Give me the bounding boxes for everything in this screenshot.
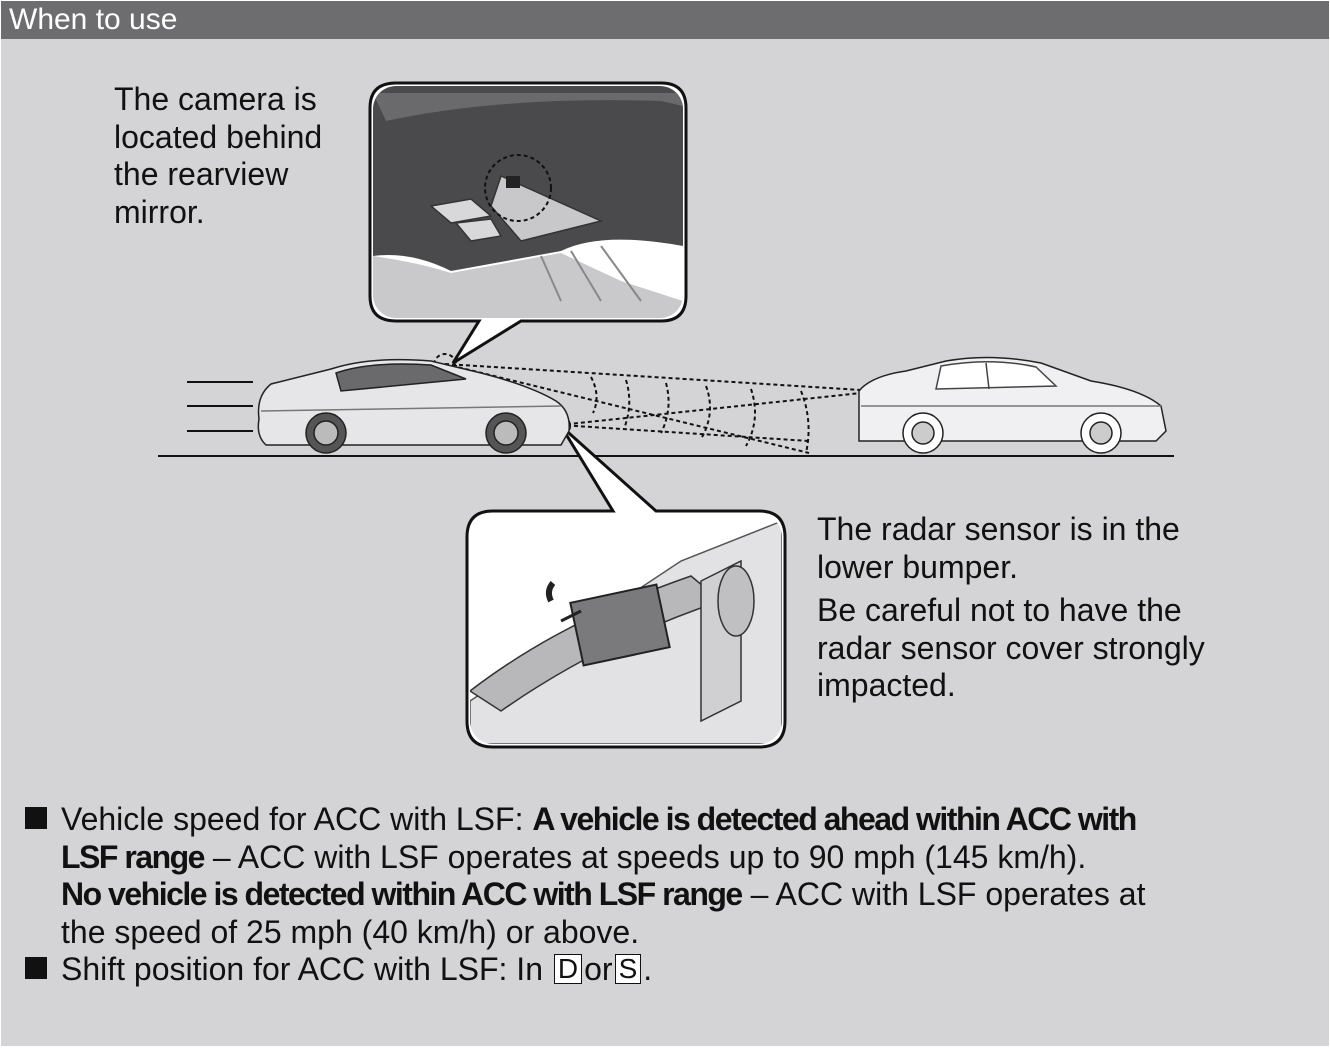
radar-caption-warning: Be careful not to have the radar sensor …	[817, 592, 1205, 703]
radar-caption-location: The radar sensor is in the lower bumper.	[817, 511, 1180, 585]
car-with-sensors-illustration	[257, 358, 570, 454]
bullet-square-icon	[25, 957, 47, 979]
radar-beam	[549, 376, 862, 454]
bullet-text-detected: – ACC with LSF operates at speeds up to …	[203, 838, 1087, 875]
bullet-or: or	[584, 951, 613, 987]
lead-car-illustration	[858, 356, 1167, 454]
bullet-tail: .	[643, 951, 653, 987]
sensor-diagram	[158, 81, 1174, 749]
bullet-list: Vehicle speed for ACC with LSF: A vehicl…	[25, 801, 1185, 989]
bullet-bold-detected: A vehicle is detected ahead within ACC w…	[61, 801, 1137, 875]
bullet-bold-not-detected: No vehicle is detected within ACC with L…	[61, 876, 743, 912]
bullet-vehicle-speed: Vehicle speed for ACC with LSF: A vehicl…	[25, 801, 1185, 951]
shift-key-s: S	[614, 954, 642, 984]
camera-caption: The camera is located behind the rearvie…	[114, 81, 323, 230]
bullet-square-icon	[25, 807, 47, 829]
motion-lines	[187, 381, 253, 432]
bullet-lead: Vehicle speed for ACC with LSF:	[61, 801, 533, 837]
radar-caption: The radar sensor is in the lower bumper.…	[817, 511, 1217, 705]
camera-callout-illustration	[368, 81, 688, 365]
bullet-text-not-detected: – ACC with LSF operates at the speed of …	[61, 876, 1146, 950]
shift-key-d: D	[553, 954, 583, 984]
bullet-lead: Shift position for ACC with LSF: In	[61, 951, 552, 987]
radar-callout-illustration	[465, 424, 787, 749]
section-header: When to use	[1, 1, 1329, 39]
